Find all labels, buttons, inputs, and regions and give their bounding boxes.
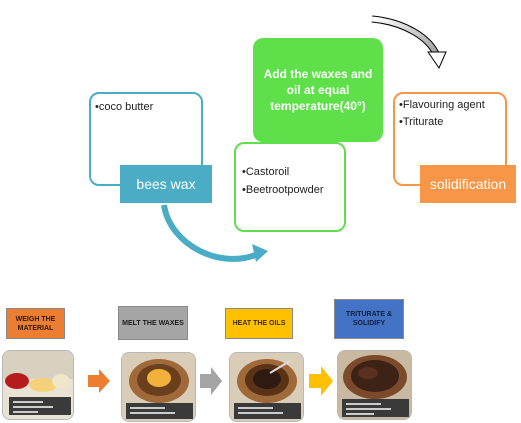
triturate-scene-image [338,351,411,419]
teal-arrow-head [252,244,268,262]
castor-oil-text: •Castoroil [242,166,290,178]
step-weigh-label: WEIGH THE MATERIAL [6,308,65,339]
grey-arrow-head [427,51,447,70]
photo-heat-oils [229,352,304,422]
bees-wax-label: bees wax [120,165,212,203]
castor-oil-box: •Castoroil •Beetrootpowder [234,142,346,232]
heat-scene-image [230,353,303,421]
photo-melt-waxes [121,352,196,422]
beetroot-powder-text: •Beetrootpowder [242,184,324,196]
weigh-scene-image [3,351,73,419]
step-arrow-2 [200,367,222,395]
flavouring-agent-text: •Flavouring agent [399,99,485,111]
equal-temperature-box: Add the waxes and oil at equal temperatu… [253,38,383,142]
teal-curved-arrow [161,204,260,262]
step-triturate-label: TRITURATE & SOLIDIFY [334,299,404,339]
step-arrow-1 [88,369,110,393]
triturate-text: •Triturate [399,116,444,128]
step-melt-label: MELT THE WAXES [118,306,188,340]
cocoa-butter-text: •coco butter [95,101,154,113]
melt-scene-image [122,353,195,421]
step-heat-label: HEAT THE OILS [225,308,293,339]
photo-weigh-material [2,350,74,420]
step-arrow-3 [309,366,333,396]
equal-temperature-text: Add the waxes and oil at equal temperatu… [263,67,373,113]
photo-triturate-solidify [337,350,412,420]
solidification-label: solidification [420,165,516,203]
